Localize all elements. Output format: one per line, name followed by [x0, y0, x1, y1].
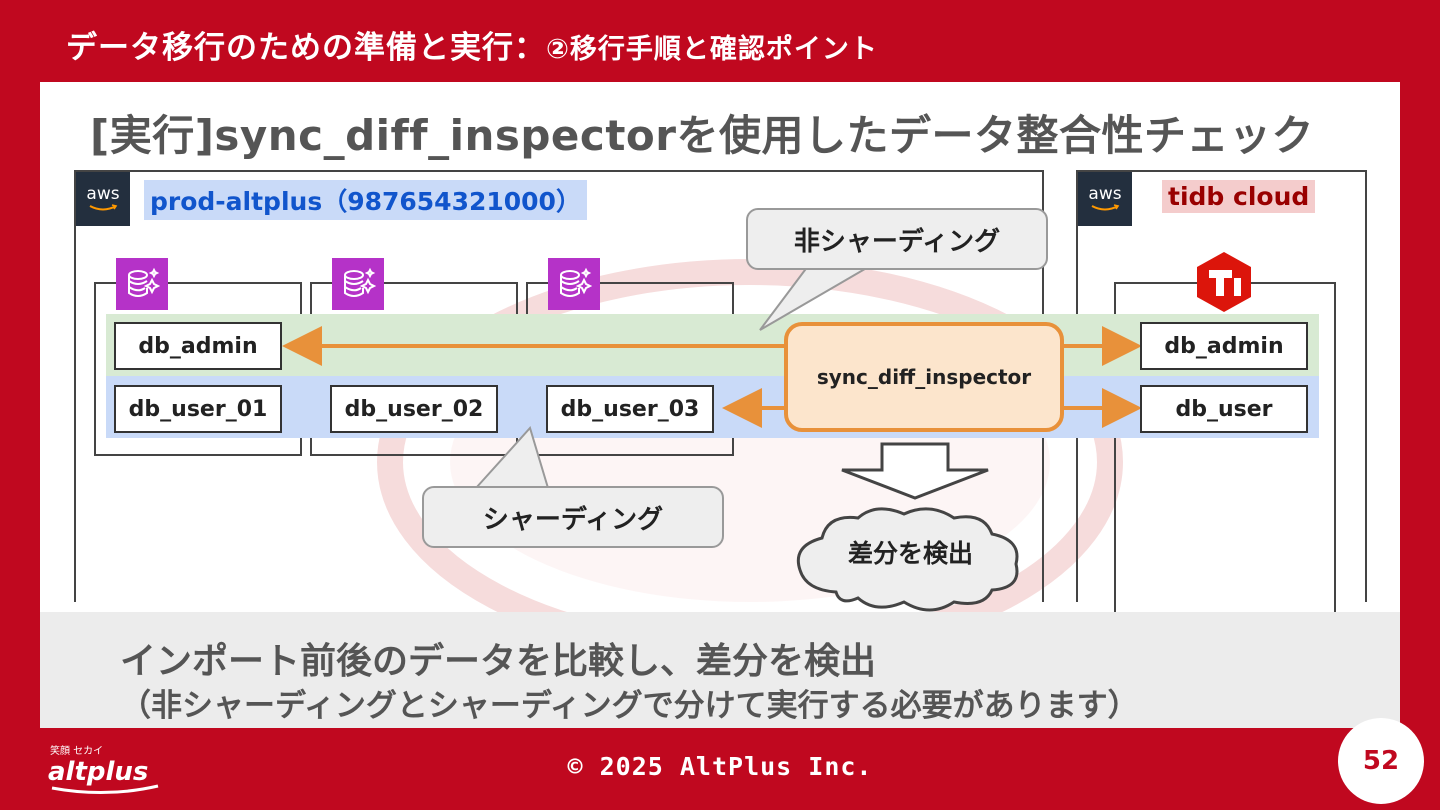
rds-database-icon [548, 258, 600, 310]
altplus-logo-icon: 笑顔 セカイ altplus [48, 744, 159, 795]
source-db-user-03: db_user_03 [546, 385, 714, 433]
rds-database-icon [116, 258, 168, 310]
slide-heading: [実行]sync_diff_inspectorを使用したデータ整合性チェック [90, 111, 1314, 160]
target-db-admin: db_admin [1140, 322, 1308, 370]
section-title-main: データ移行のための準備と実行： [66, 30, 546, 66]
svg-text:笑顔 セカイ: 笑顔 セカイ [50, 744, 103, 757]
non-sharding-callout: 非シャーディング [746, 208, 1048, 270]
summary-panel: インポート前後のデータを比較し、差分を検出 （非シャーディングとシャーディングで… [40, 612, 1400, 728]
aws-logo-icon: aws [1078, 172, 1132, 226]
sharding-callout: シャーディング [422, 486, 724, 548]
slide-section-title: データ移行のための準備と実行：②移行手順と確認ポイント [66, 22, 878, 67]
target-db-user: db_user [1140, 385, 1308, 433]
comparison-arrows [282, 265, 1142, 612]
copyright-footer: © 2025 AltPlus Inc. [567, 752, 873, 781]
page-number: 52 [1338, 718, 1424, 804]
summary-line-2: （非シャーディングとシャーディングで分けて実行する必要があります） [120, 688, 1139, 724]
sync-diff-inspector-node: sync_diff_inspector [784, 322, 1064, 432]
aws-logo-icon: aws [76, 172, 130, 226]
section-title-sub: ②移行手順と確認ポイント [546, 34, 878, 65]
svg-text:altplus: altplus [48, 757, 148, 787]
source-db-user-01: db_user_01 [114, 385, 282, 433]
diff-detected-label: 差分を検出 [848, 539, 974, 568]
summary-line-1: インポート前後のデータを比較し、差分を検出 [120, 641, 877, 682]
source-db-user-02: db_user_02 [330, 385, 498, 433]
source-account-label: prod-altplus（987654321000） [144, 180, 587, 220]
target-account-label: tidb cloud [1162, 180, 1316, 213]
source-db-admin: db_admin [114, 322, 282, 370]
tidb-logo-icon [1197, 252, 1251, 312]
content-panel: [実行]sync_diff_inspectorを使用したデータ整合性チェック a… [40, 82, 1400, 728]
rds-database-icon [332, 258, 384, 310]
